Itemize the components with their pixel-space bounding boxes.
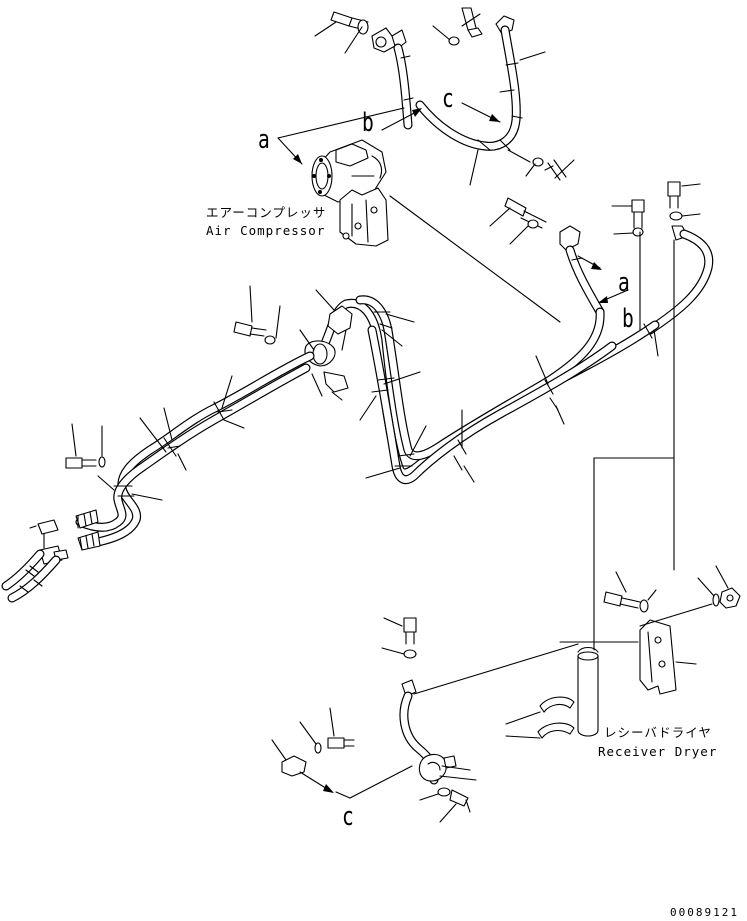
document-number: 00089121 xyxy=(670,906,739,919)
far-left-hose-ends xyxy=(1,519,69,603)
lower-hose xyxy=(271,617,579,823)
receiver-dryer xyxy=(505,457,741,739)
air-compressor-label-jp: エアーコンプレッサ xyxy=(206,205,327,220)
main-pipe-run xyxy=(317,295,660,485)
top-bolt-fitting xyxy=(314,11,407,54)
ref-b-right: b xyxy=(622,304,634,334)
ref-a-right: a xyxy=(618,268,630,298)
air-compressor xyxy=(277,107,561,323)
ref-b-compressor: b xyxy=(362,108,374,138)
receiver-dryer-label-en: Receiver Dryer xyxy=(598,744,718,759)
mid-right-fitting xyxy=(489,197,629,317)
mid-left-connector xyxy=(233,285,353,401)
receiver-dryer-label-jp: レシーバドライヤ xyxy=(604,725,712,740)
hose-top-right xyxy=(415,7,575,186)
ref-c-top: c xyxy=(442,84,454,114)
ref-a-compressor: a xyxy=(258,125,270,155)
air-compressor-label-en: Air Compressor xyxy=(206,223,326,238)
ref-c-bottom: c xyxy=(342,802,354,832)
left-pipe-run xyxy=(65,351,315,551)
hose-top-left xyxy=(393,43,414,130)
right-bolts xyxy=(611,181,714,571)
